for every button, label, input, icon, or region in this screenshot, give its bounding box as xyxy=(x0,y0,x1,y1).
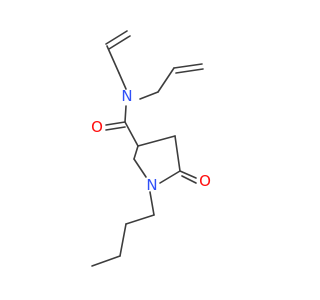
molecule-canvas: N O N O xyxy=(91,30,211,267)
bond-butyl-c3-c4 xyxy=(91,255,121,267)
bond-allyl2-c2-c3-double xyxy=(175,68,204,74)
bond-allyl1-c3-n xyxy=(118,72,127,90)
atom-n-amide: N xyxy=(121,87,132,105)
bond-ring-c4-c5 xyxy=(174,135,181,172)
bond-ring-c5-n xyxy=(159,170,181,184)
bond-carbonyl-c-o xyxy=(105,121,126,126)
bond-ring-n-c2 xyxy=(133,158,147,178)
bond-n-allyl2-c1 xyxy=(139,91,159,100)
bond-butyl-c1-c2 xyxy=(125,214,155,225)
bond-allyl2-c1-c2 xyxy=(157,67,175,93)
bond-allyl1-c2-c3 xyxy=(106,45,120,74)
molecule-structure: N O N O xyxy=(91,30,211,267)
bond-n-carbonyl-c xyxy=(124,105,127,123)
atom-o-ring: O xyxy=(199,172,211,190)
atom-n-ring: N xyxy=(146,176,157,194)
bond-ring-c2-c3 xyxy=(133,145,139,160)
bond-carbonyl-c-o-double xyxy=(105,126,126,131)
bond-carbonyl-c-ring xyxy=(124,121,139,147)
bond-ring-c3-c4 xyxy=(137,135,176,147)
bond-butyl-c2-c3 xyxy=(119,223,127,257)
atom-o-amide: O xyxy=(91,118,103,136)
bond-n-butyl-c1 xyxy=(149,191,155,216)
bond-allyl2-c2-c3 xyxy=(173,63,203,69)
bond-ring-c5-o xyxy=(179,170,197,179)
bond-allyl1-c1-c2-double xyxy=(108,35,131,50)
bond-allyl1-c1-c2 xyxy=(105,30,128,45)
bond-ring-c5-o-double xyxy=(181,175,197,184)
